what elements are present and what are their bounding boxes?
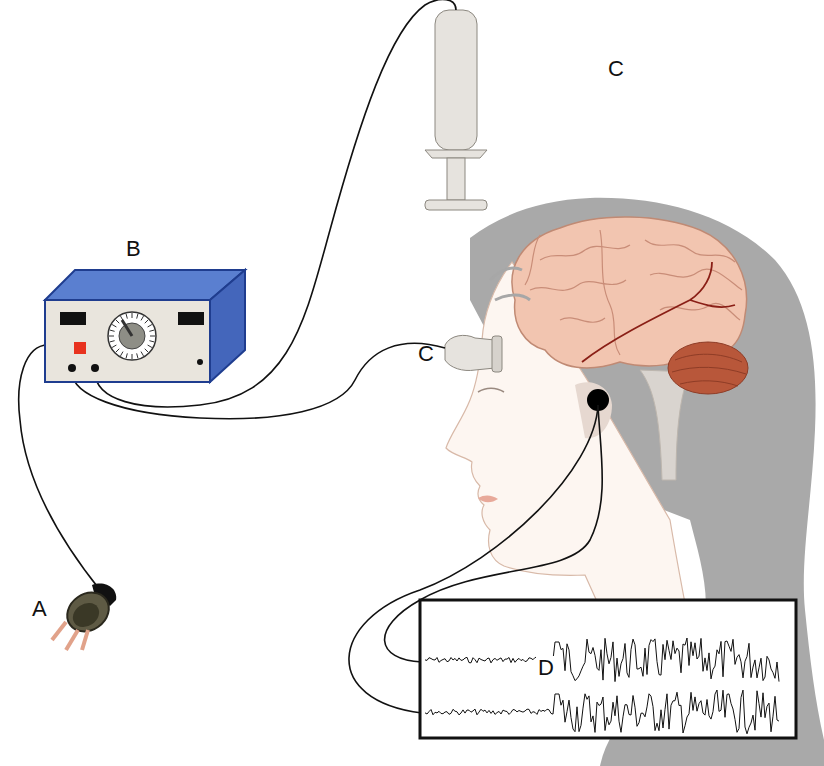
- dial-tick: [112, 345, 116, 348]
- eeg-trace: [425, 690, 779, 734]
- cerebellum-folds: [672, 354, 746, 386]
- eye: [478, 388, 504, 392]
- dial-tick: [145, 349, 149, 353]
- dial-tick: [141, 352, 144, 356]
- dial-tick: [116, 320, 120, 324]
- part-letter: B: [126, 238, 141, 260]
- dial-tick: [110, 330, 115, 331]
- dial-tick: [126, 353, 127, 358]
- dial-tick: [112, 325, 116, 328]
- dial-tick: [149, 341, 154, 342]
- dial-tick: [148, 345, 152, 348]
- dial-tick: [149, 330, 154, 331]
- part-letter: C: [608, 58, 624, 80]
- dial-tick: [126, 314, 127, 319]
- dial-tick: [145, 320, 149, 324]
- dial-tick: [141, 316, 144, 320]
- dial-tick: [116, 349, 120, 353]
- dial-tick: [132, 313, 133, 318]
- part-letter: A: [32, 598, 47, 620]
- gyri: [525, 230, 742, 355]
- cerebellum: [668, 342, 748, 394]
- part-letter: D: [536, 656, 556, 680]
- eeg-panel: [420, 600, 796, 738]
- part-letter: C: [418, 343, 434, 365]
- lips: [478, 495, 498, 502]
- dial-tick: [110, 341, 115, 342]
- power-plug: [52, 583, 116, 650]
- stimulator-box: [45, 270, 245, 382]
- dial-tick: [121, 352, 124, 356]
- frontal-vessels: [490, 268, 530, 300]
- dial-tick: [148, 325, 152, 328]
- eeg-trace: [425, 638, 779, 682]
- dial-tick: [132, 354, 133, 359]
- electrode-top: [425, 10, 487, 210]
- dial-tick: [137, 353, 138, 358]
- dial-tick: [150, 336, 155, 337]
- electrode-temple: [445, 335, 502, 372]
- dial-tick: [137, 314, 138, 319]
- dial-tick: [109, 336, 114, 337]
